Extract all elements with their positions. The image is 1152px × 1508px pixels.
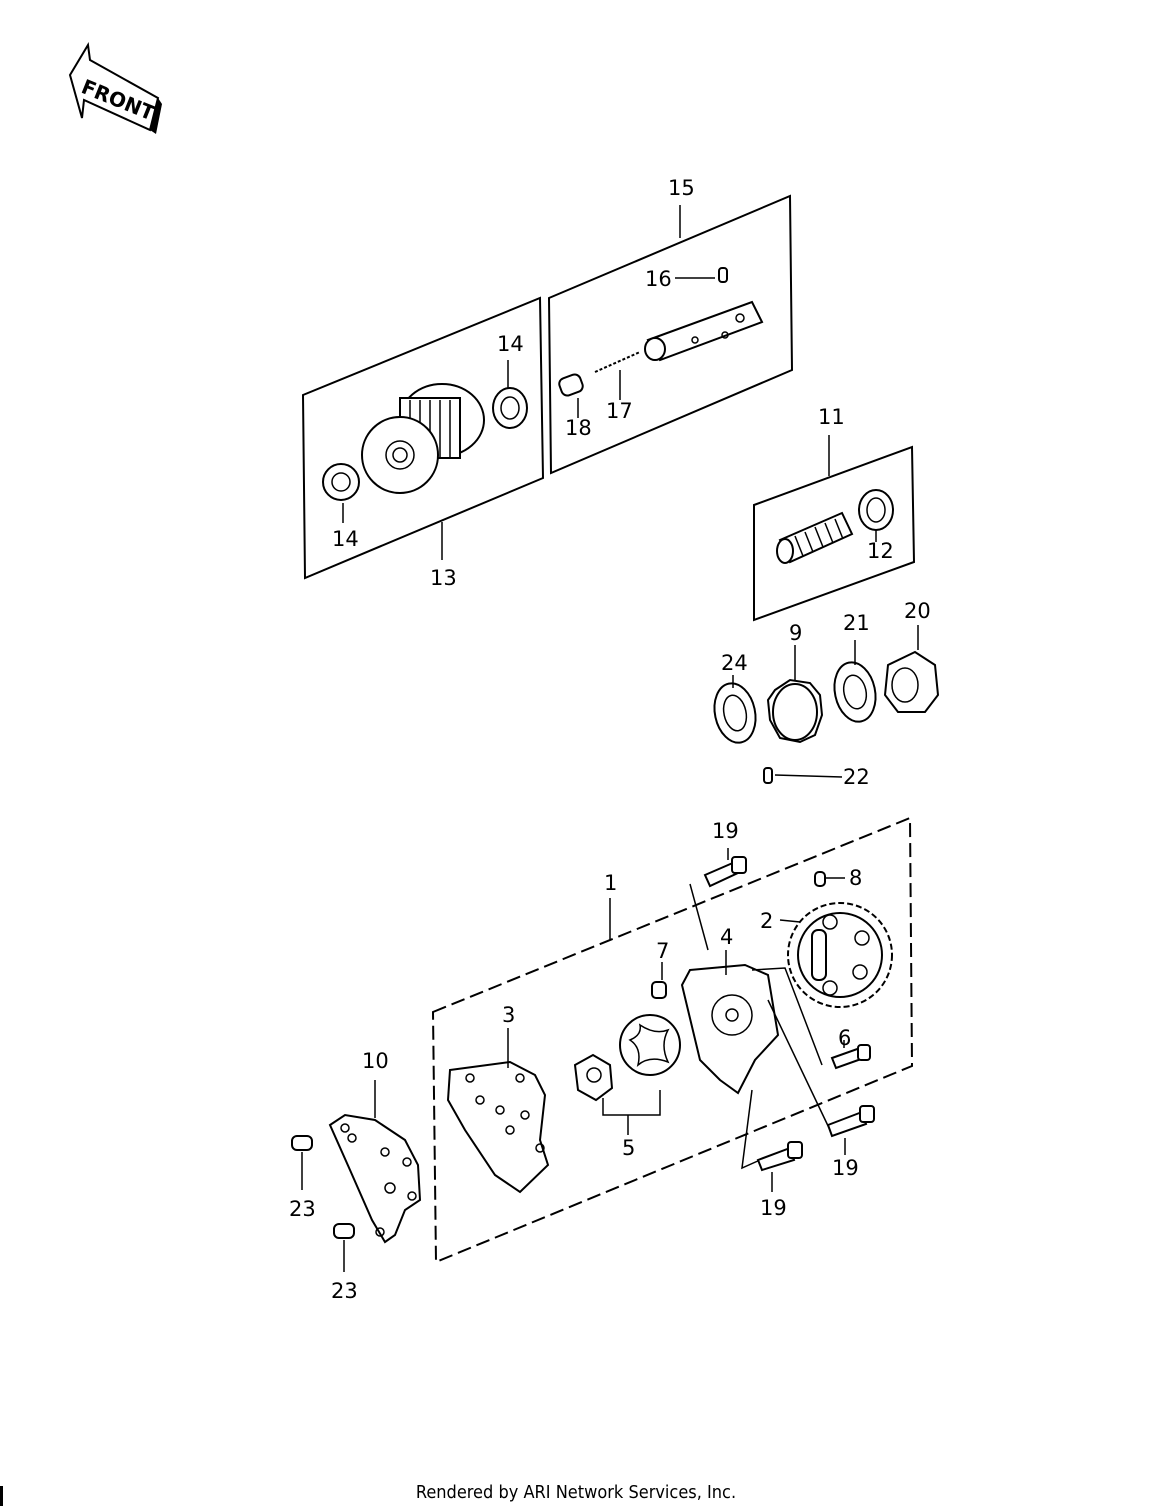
footer-credit: Rendered by ARI Network Services, Inc.: [416, 1482, 736, 1503]
gasket-group: [291, 1080, 422, 1272]
callout-14-b: 14: [497, 332, 524, 356]
callout-4: 4: [720, 925, 733, 949]
callout-2: 2: [760, 909, 773, 933]
callout-23-b: 23: [331, 1279, 358, 1303]
callout-6: 6: [838, 1026, 851, 1050]
callout-23-a: 23: [289, 1197, 316, 1221]
oil-screen-group: [753, 435, 916, 622]
callout-11: 11: [818, 405, 845, 429]
callout-19-a: 19: [712, 819, 739, 843]
oil-pump-group: [431, 816, 914, 1264]
callout-13: 13: [430, 566, 457, 590]
callout-14-a: 14: [332, 527, 359, 551]
front-arrow-icon: FRONT: [68, 42, 162, 134]
callout-labels: 1 2 3 4 5 6 7 8 9 10 11 12 13 14 14 15 1…: [289, 176, 931, 1303]
callout-19-c: 19: [760, 1196, 787, 1220]
callout-5: 5: [622, 1136, 635, 1160]
callout-24: 24: [721, 651, 748, 675]
loose-parts-group: [713, 625, 940, 784]
callout-12: 12: [867, 539, 894, 563]
callout-20: 20: [904, 599, 931, 623]
left-edge-mark: [0, 1486, 3, 1506]
relief-valve-group: [547, 194, 794, 475]
callout-3: 3: [502, 1003, 515, 1027]
callout-22: 22: [843, 765, 870, 789]
callout-16: 16: [645, 267, 672, 291]
callout-19-b: 19: [832, 1156, 859, 1180]
callout-8: 8: [849, 866, 862, 890]
callout-10: 10: [362, 1049, 389, 1073]
callout-9: 9: [789, 621, 802, 645]
callout-17: 17: [606, 399, 633, 423]
callout-18: 18: [565, 416, 592, 440]
callout-15: 15: [668, 176, 695, 200]
callout-7: 7: [656, 939, 669, 963]
callout-1: 1: [604, 871, 617, 895]
oil-filter-group: [301, 296, 545, 580]
callout-21: 21: [843, 611, 870, 635]
